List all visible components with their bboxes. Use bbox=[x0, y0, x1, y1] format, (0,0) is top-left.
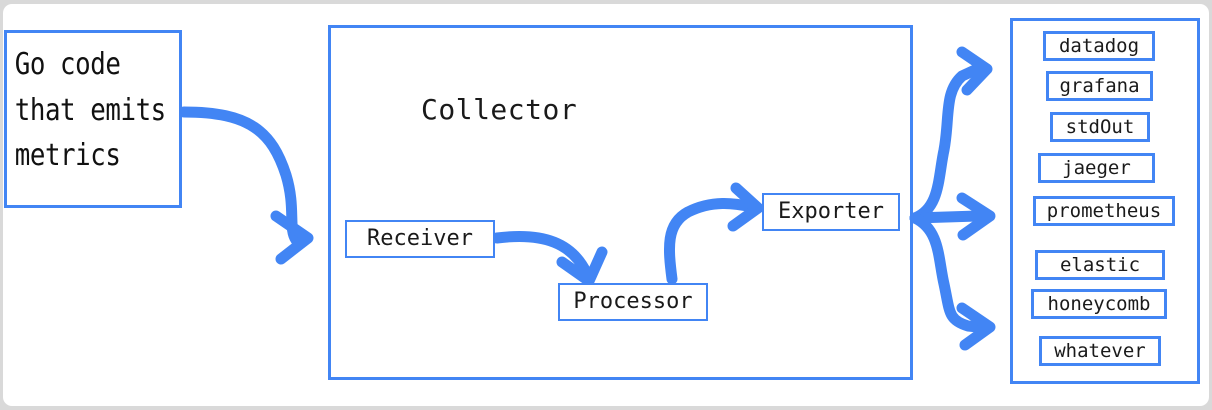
receiver-box: Receiver bbox=[345, 220, 495, 258]
destination-label: jaeger bbox=[1062, 156, 1131, 179]
destination-label: whatever bbox=[1054, 339, 1146, 362]
exporter-label: Exporter bbox=[778, 199, 884, 224]
collector-container: Collector bbox=[328, 25, 913, 380]
go-code-source-label: Go code that emits metrics bbox=[14, 47, 166, 174]
destination-box: prometheus bbox=[1033, 196, 1175, 226]
destination-label: datadog bbox=[1058, 34, 1140, 57]
destination-label: prometheus bbox=[1046, 199, 1162, 222]
exporter-box: Exporter bbox=[762, 193, 900, 231]
destination-label: grafana bbox=[1059, 74, 1140, 97]
destination-box: datadog bbox=[1043, 31, 1155, 61]
processor-label: Processor bbox=[573, 289, 693, 314]
destination-box: honeycomb bbox=[1031, 289, 1167, 319]
destination-box: stdOut bbox=[1050, 112, 1150, 142]
destination-label: stdOut bbox=[1065, 115, 1135, 138]
destinations-container bbox=[1010, 18, 1200, 384]
processor-box: Processor bbox=[558, 283, 708, 321]
go-code-source-box: Go code that emits metrics bbox=[4, 30, 182, 208]
destination-label: elastic bbox=[1059, 253, 1141, 276]
destination-box: whatever bbox=[1039, 336, 1161, 366]
destination-box: jaeger bbox=[1038, 153, 1155, 183]
destination-box: elastic bbox=[1035, 250, 1165, 280]
receiver-label: Receiver bbox=[367, 226, 473, 251]
collector-title: Collector bbox=[421, 93, 578, 126]
destination-label: honeycomb bbox=[1047, 292, 1151, 315]
destination-box: grafana bbox=[1046, 71, 1153, 101]
